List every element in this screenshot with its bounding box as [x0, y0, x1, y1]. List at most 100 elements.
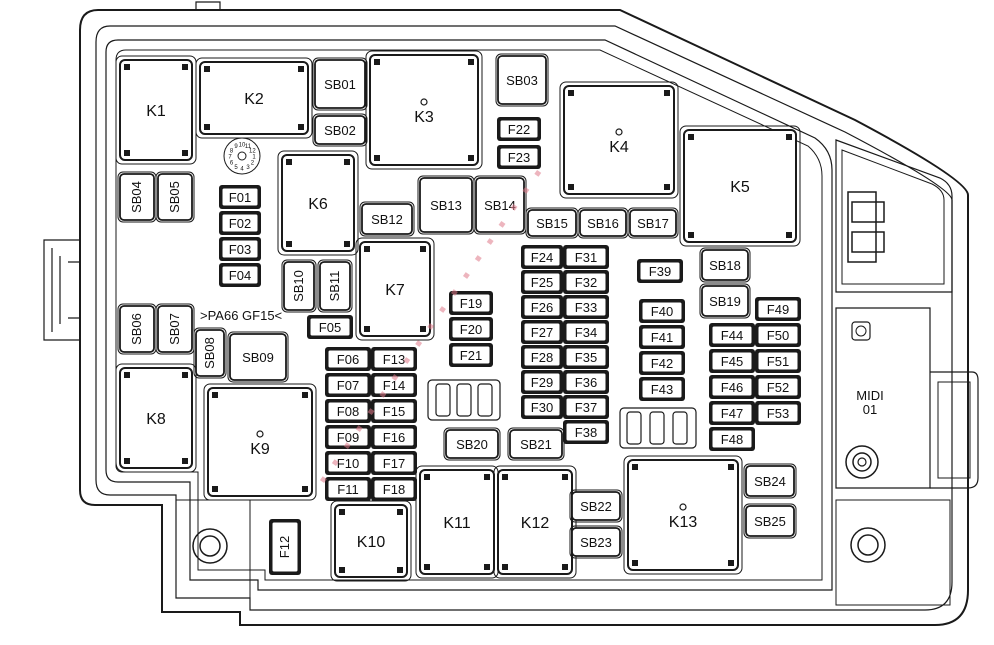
sb-fuse-body	[314, 59, 366, 109]
sb-fuse-sb25[interactable]: SB25	[743, 503, 797, 539]
mini-fuse-f33[interactable]: F33	[563, 295, 609, 319]
mini-fuse-f16[interactable]: F16	[371, 425, 417, 449]
mini-fuse-f12[interactable]: F12	[269, 519, 301, 575]
mini-fuse-f48[interactable]: F48	[709, 427, 755, 451]
sb-fuse-sb21[interactable]: SB21	[507, 427, 565, 461]
mini-fuse-f14[interactable]: F14	[371, 373, 417, 397]
mini-fuse-body	[641, 379, 683, 399]
mini-fuse-f04[interactable]: F04	[219, 263, 261, 287]
mini-fuse-f11[interactable]: F11	[325, 477, 371, 501]
mini-fuse-f26[interactable]: F26	[521, 295, 563, 319]
mini-fuse-f03[interactable]: F03	[219, 237, 261, 261]
relay-k8[interactable]: K8	[115, 363, 197, 473]
mini-fuse-body	[523, 297, 561, 317]
sb-fuse-sb23[interactable]: SB23	[569, 525, 623, 559]
relay-k2[interactable]: K2	[195, 57, 313, 139]
sb-fuse-sb03[interactable]: SB03	[495, 53, 549, 107]
sb-fuse-sb18[interactable]: SB18	[699, 247, 751, 283]
mini-fuse-f43[interactable]: F43	[639, 377, 685, 401]
mini-fuse-f46[interactable]: F46	[709, 375, 755, 399]
mini-fuse-f50[interactable]: F50	[755, 323, 801, 347]
mini-fuse-f10[interactable]: F10	[325, 451, 371, 475]
mini-fuse-f28[interactable]: F28	[521, 345, 563, 369]
relay-k13[interactable]: K13	[623, 455, 743, 575]
mini-fuse-f53[interactable]: F53	[755, 401, 801, 425]
mini-fuse-body	[641, 327, 683, 347]
mini-fuse-f22[interactable]: F22	[497, 117, 541, 141]
mini-fuse-f37[interactable]: F37	[563, 395, 609, 419]
relay-k3[interactable]: K3	[365, 50, 483, 170]
mini-fuse-body	[565, 372, 607, 392]
mini-fuse-f21[interactable]: F21	[449, 343, 493, 367]
mini-fuse-f01[interactable]: F01	[219, 185, 261, 209]
sb-fuse-sb02[interactable]: SB02	[312, 113, 368, 147]
sb-fuse-sb22[interactable]: SB22	[569, 489, 623, 523]
relay-k4[interactable]: K4	[559, 81, 679, 199]
mini-fuse-f07[interactable]: F07	[325, 373, 371, 397]
sb-fuse-sb07[interactable]: SB07	[155, 303, 195, 355]
mini-fuse-f45[interactable]: F45	[709, 349, 755, 373]
mini-fuse-f42[interactable]: F42	[639, 351, 685, 375]
sb-fuse-sb08[interactable]: SB08	[193, 327, 227, 379]
mini-fuse-f31[interactable]: F31	[563, 245, 609, 269]
mini-fuse-f27[interactable]: F27	[521, 320, 563, 344]
sb-fuse-label: SB25	[754, 514, 786, 529]
sb-fuse-sb13[interactable]: SB13	[417, 175, 475, 235]
mini-fuse-f35[interactable]: F35	[563, 345, 609, 369]
mini-fuse-f20[interactable]: F20	[449, 317, 493, 341]
relay-k5[interactable]: K5	[679, 125, 801, 247]
sb-fuse-sb11[interactable]: SB11	[317, 259, 353, 313]
relay-k11[interactable]: K11	[415, 465, 499, 579]
mini-fuse-f51[interactable]: F51	[755, 349, 801, 373]
mini-fuse-f17[interactable]: F17	[371, 451, 417, 475]
relay-k12[interactable]: K12	[493, 465, 577, 579]
sb-fuse-sb17[interactable]: SB17	[627, 207, 679, 239]
sb-fuse-sb04[interactable]: SB04	[117, 171, 157, 223]
mini-fuse-f18[interactable]: F18	[371, 477, 417, 501]
mini-fuse-f06[interactable]: F06	[325, 347, 371, 371]
sb-fuse-sb12[interactable]: SB12	[359, 201, 415, 237]
sb-fuse-sb10[interactable]: SB10	[281, 259, 317, 313]
sb-fuse-sb05[interactable]: SB05	[155, 171, 195, 223]
mini-fuse-f23[interactable]: F23	[497, 145, 541, 169]
sb-fuse-socket	[495, 53, 549, 107]
mini-fuse-f38[interactable]: F38	[563, 420, 609, 444]
mini-fuse-f36[interactable]: F36	[563, 370, 609, 394]
mini-fuse-f44[interactable]: F44	[709, 323, 755, 347]
sb-fuse-sb16[interactable]: SB16	[577, 207, 629, 239]
sb-fuse-sb01[interactable]: SB01	[312, 57, 368, 111]
mini-fuse-f49[interactable]: F49	[755, 297, 801, 321]
mini-fuse-f39[interactable]: F39	[637, 259, 683, 283]
mini-fuse-f52[interactable]: F52	[755, 375, 801, 399]
sb-fuse-sb06[interactable]: SB06	[117, 303, 157, 355]
mini-fuse-f29[interactable]: F29	[521, 370, 563, 394]
mini-fuse-f30[interactable]: F30	[521, 395, 563, 419]
sb-fuse-sb14[interactable]: SB14	[473, 175, 527, 235]
sb-fuse-sb15[interactable]: SB15	[525, 207, 579, 239]
mini-fuse-f34[interactable]: F34	[563, 320, 609, 344]
mini-fuse-f24[interactable]: F24	[521, 245, 563, 269]
mini-fuse-f08[interactable]: F08	[325, 399, 371, 423]
mini-fuse-f19[interactable]: F19	[449, 291, 493, 315]
relay-k9[interactable]: K9	[203, 383, 317, 501]
mini-fuse-f15[interactable]: F15	[371, 399, 417, 423]
relay-k6[interactable]: K6	[277, 150, 359, 256]
mini-fuse-f32[interactable]: F32	[563, 270, 609, 294]
mini-fuse-f41[interactable]: F41	[639, 325, 685, 349]
mini-fuse-f05[interactable]: F05	[307, 315, 353, 339]
mini-fuse-f13[interactable]: F13	[371, 347, 417, 371]
sb-fuse-label: SB20	[456, 437, 488, 452]
relay-k10[interactable]: K10	[330, 500, 412, 582]
mini-fuse-f40[interactable]: F40	[639, 299, 685, 323]
relay-k1[interactable]: K1	[115, 55, 197, 165]
mini-fuse-f02[interactable]: F02	[219, 211, 261, 235]
sb-fuse-sb19[interactable]: SB19	[699, 283, 751, 319]
relay-k7[interactable]: K7	[355, 237, 435, 341]
sb-fuse-sb09[interactable]: SB09	[227, 331, 289, 383]
mini-fuse-f47[interactable]: F47	[709, 401, 755, 425]
sb-fuse-sb20[interactable]: SB20	[443, 427, 501, 461]
sb-fuse-sb24[interactable]: SB24	[743, 463, 797, 499]
sb-fuse-label: SB09	[242, 350, 274, 365]
mini-fuse-f25[interactable]: F25	[521, 270, 563, 294]
mini-fuse-f09[interactable]: F09	[325, 425, 371, 449]
